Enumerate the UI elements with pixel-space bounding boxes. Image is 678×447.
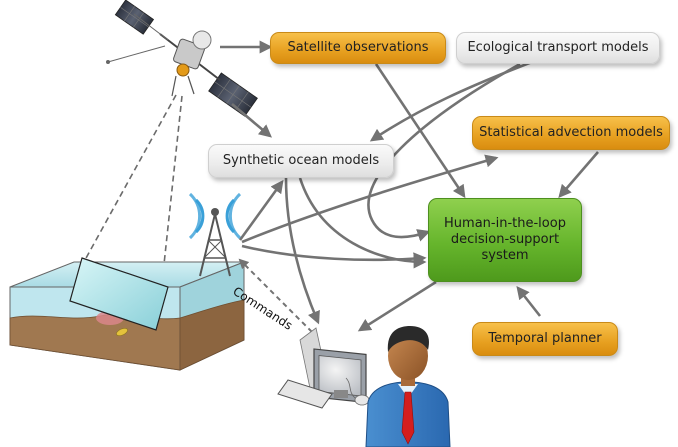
ecological-transport-models-label: Ecological transport models bbox=[467, 40, 649, 55]
decision-support-line-2: decision-support bbox=[450, 232, 560, 247]
satellite-icon bbox=[106, 0, 258, 117]
arrow-ecological-to-decision bbox=[367, 62, 521, 242]
radio-tower-icon bbox=[188, 192, 242, 277]
decision-support-line-1: Human-in-the-loop bbox=[444, 216, 566, 231]
arrow-satellite-to-synthetic bbox=[231, 103, 272, 138]
arrow-planner-to-decision bbox=[516, 285, 542, 317]
arrow-statistical-to-decision bbox=[558, 151, 599, 198]
statistical-advection-models-node: Statistical advection models bbox=[472, 116, 670, 150]
person-icon bbox=[365, 326, 451, 447]
arrow-synthetic-to-computer bbox=[284, 177, 320, 325]
arrow-commands-to-tower bbox=[238, 258, 313, 333]
ocean-box-icon bbox=[9, 257, 245, 371]
arrow-tower-to-synthetic bbox=[238, 179, 284, 241]
temporal-planner-node: Temporal planner bbox=[472, 322, 618, 356]
ecological-transport-models-node: Ecological transport models bbox=[456, 32, 660, 64]
temporal-planner-label: Temporal planner bbox=[488, 331, 602, 346]
arrow-tower-to-decision bbox=[241, 244, 427, 266]
decision-support-line-3: system bbox=[481, 248, 529, 263]
synthetic-ocean-models-node: Synthetic ocean models bbox=[208, 144, 394, 178]
arrow-tower-to-statistical bbox=[241, 154, 499, 244]
statistical-advection-models-label: Statistical advection models bbox=[479, 125, 663, 140]
arrow-synthetic-to-decision bbox=[298, 177, 427, 269]
arrow-decision-to-computer bbox=[357, 280, 437, 332]
satellite-observations-node: Satellite observations bbox=[270, 32, 446, 64]
computer-icon bbox=[277, 327, 370, 409]
satellite-observations-label: Satellite observations bbox=[287, 40, 429, 55]
decision-support-node: Human-in-the-loop decision-support syste… bbox=[428, 198, 582, 282]
synthetic-ocean-models-label: Synthetic ocean models bbox=[222, 153, 380, 168]
